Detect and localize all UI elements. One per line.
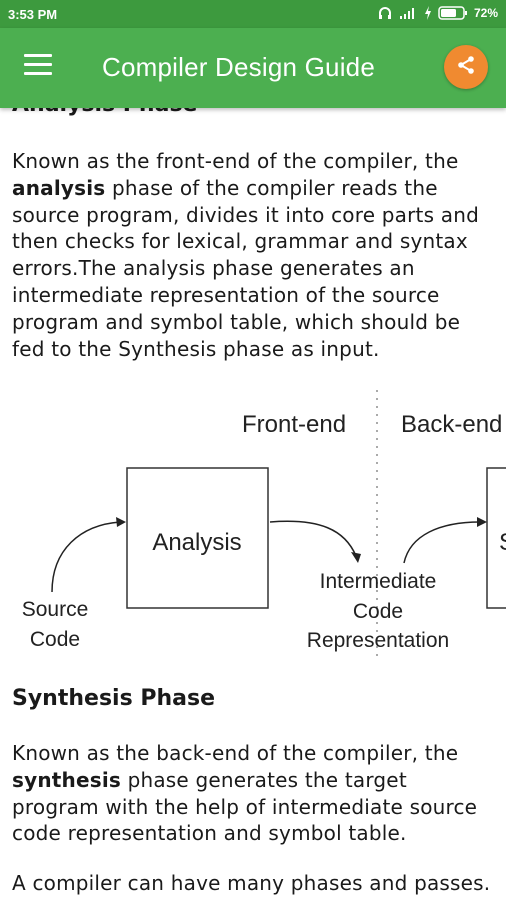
ir-label-line2: Code [353, 600, 403, 623]
synthesis-paragraph: Known as the back-end of the compiler, t… [12, 741, 478, 846]
analysis-to-ir-arrow [269, 520, 357, 557]
signal-icon [398, 6, 418, 20]
status-bar: 3:53 PM 72% [0, 0, 506, 28]
ir-label-line1: Intermediate [320, 570, 437, 593]
analysis-paragraph: Known as the front-end of the compiler, … [12, 149, 480, 361]
synthesis-bold: synthesis [12, 767, 122, 792]
status-icons: 72% [378, 6, 498, 20]
battery-percent: 72% [473, 6, 498, 20]
headphones-icon [378, 6, 392, 20]
compiler-phase-diagram: Front-end Back-end Analysis S Source Cod… [22, 390, 506, 660]
share-icon [456, 55, 476, 79]
synthesis-box-label: S [499, 529, 506, 556]
charging-icon [424, 6, 432, 20]
battery-icon [438, 6, 468, 20]
ir-to-backend-arrow [403, 521, 481, 564]
synthesis-box [486, 467, 506, 609]
source-arrow [51, 521, 121, 593]
synthesis-heading: Synthesis Phase [12, 686, 215, 711]
front-end-label: Front-end [242, 411, 346, 438]
article-content[interactable]: Analysis Phase Known as the front-end of… [0, 80, 506, 900]
hamburger-menu-icon [24, 54, 54, 75]
analysis-bold: analysis [12, 175, 106, 200]
app-title: Compiler Design Guide [102, 52, 375, 82]
menu-button[interactable] [24, 54, 54, 84]
passes-paragraph: A compiler can have many phases and pass… [12, 871, 491, 895]
source-label-line2: Code [30, 628, 80, 651]
analysis-box-label: Analysis [152, 529, 241, 556]
share-button[interactable] [444, 45, 488, 89]
source-label-line1: Source [22, 598, 89, 621]
ir-label-line3: Representation [307, 629, 449, 652]
app-bar: Compiler Design Guide [0, 28, 506, 108]
back-end-label: Back-end [401, 411, 502, 438]
status-time: 3:53 PM [8, 7, 58, 22]
analysis-box [126, 467, 269, 609]
